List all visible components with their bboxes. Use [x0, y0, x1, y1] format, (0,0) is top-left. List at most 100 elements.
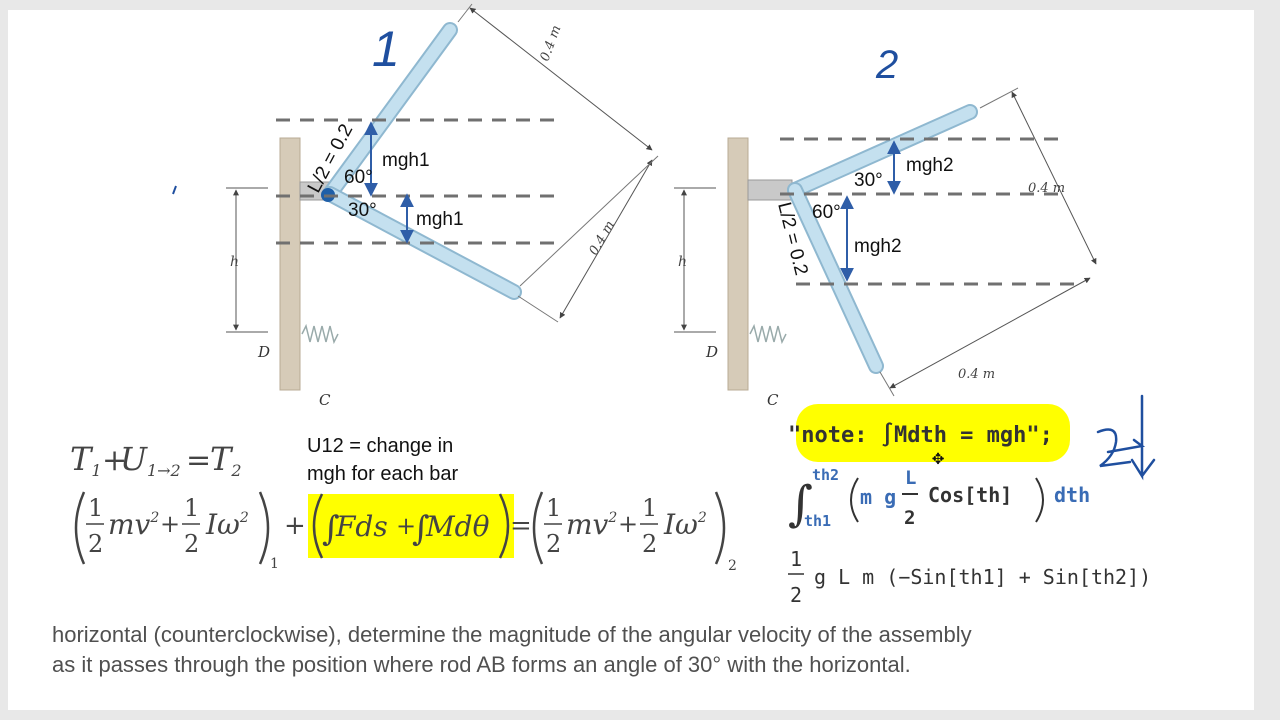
figure-1: h D C 0.4 m 0.4 m mgh1 mgh1 60° 30° L/2 …	[172, 3, 659, 409]
pin-support-2	[747, 179, 793, 201]
figure-2: h D C 0.4 m 0.4 m mgh2 mgh2 30° 60° L/2 …	[674, 43, 1097, 409]
ext-2a	[979, 87, 1019, 109]
mv2-1: mv2	[108, 508, 159, 541]
u12-line-2: mgh for each bar	[307, 463, 459, 485]
dim-upper-label-2: 0.4 m	[1028, 181, 1065, 196]
eq-U: U1→2	[120, 440, 181, 480]
note-string: "note: ∫Mdth = mgh";	[788, 422, 1053, 448]
c-label-2: C	[767, 391, 779, 409]
int-upper: th2	[812, 466, 839, 484]
plus-1: +	[160, 510, 180, 538]
frac1-den: 2	[88, 530, 103, 558]
rod-lower-2-fill	[789, 184, 882, 372]
dim-lower-1	[559, 159, 653, 319]
problem-statement: horizontal (counterclockwise), determine…	[52, 620, 1202, 680]
result-den: 2	[790, 583, 802, 607]
rod-upper-2-fill	[789, 106, 976, 196]
u12-line-1: U12 = change in	[307, 435, 454, 457]
int-lower: th1	[804, 512, 831, 530]
m-paren-open	[850, 477, 859, 523]
d-label-1: D	[257, 343, 270, 361]
highlight-note	[796, 404, 1070, 462]
dim-upper-label-1: 0.4 m	[538, 23, 565, 63]
mv2-2: mv2	[566, 508, 617, 541]
mathematica-cell: "note: ∫Mdth = mgh"; ✥ ∫ th2 th1 m g L 2…	[788, 394, 1156, 607]
mdtheta: Mdθ	[425, 510, 490, 543]
angle-60-label-2: 60°	[812, 202, 841, 223]
frac2-num: 1	[184, 494, 199, 522]
sub-1: 1	[270, 556, 279, 572]
d-label-2: D	[705, 343, 718, 361]
eq-T1: T1	[70, 440, 102, 480]
spring-2	[749, 323, 787, 345]
paren-right-close	[714, 491, 726, 565]
result-expr: g L m (−Sin[th1] + Sin[th2])	[814, 565, 1151, 589]
plus-mid: +	[284, 511, 306, 541]
wall-1	[279, 137, 301, 391]
frac3-den: 2	[546, 530, 561, 558]
cos-th: Cos[th]	[928, 483, 1012, 507]
frac2-den: 2	[184, 530, 199, 558]
ext-2b	[879, 371, 895, 397]
angle-60-label-1: 60°	[344, 167, 373, 188]
sub-2: 2	[728, 558, 737, 574]
h-label-2: h	[678, 254, 687, 270]
ext-1c	[517, 295, 559, 323]
Iw2-2: Iω2	[663, 508, 707, 541]
frac4-den: 2	[642, 530, 657, 558]
c-label-1: C	[319, 391, 331, 409]
fds: Fds	[335, 510, 388, 543]
dth: dth	[1054, 483, 1090, 507]
mouse-cursor-icon[interactable]: ✥	[932, 445, 944, 469]
frac3-num: 1	[546, 494, 561, 522]
h-label-1: h	[230, 254, 239, 270]
int-mdtheta: ∫	[412, 509, 430, 549]
work-energy-equation: T1 + U1→2 = T2 1 2 mv2 + 1 2 Iω2 1 + ∫ F…	[70, 440, 737, 574]
frac-2: 2	[904, 507, 915, 529]
spring-1	[301, 323, 339, 345]
u12-annotation: U12 = change in mgh for each bar	[307, 432, 507, 488]
rod-upper-1-fill	[324, 24, 456, 200]
ext-1a	[457, 3, 473, 23]
problem-line-1: horizontal (counterclockwise), determine…	[52, 622, 972, 647]
paren-left-close	[258, 491, 270, 565]
dim-upper-1	[469, 7, 653, 151]
result-num: 1	[790, 547, 802, 571]
frac1-num: 1	[88, 494, 103, 522]
paren-right-open	[532, 491, 544, 565]
mgh-upper-label-2: mgh2	[906, 155, 954, 176]
angle-30-label-1: 30°	[348, 200, 377, 221]
handwritten-1: 1	[372, 21, 400, 77]
problem-line-2: as it passes through the position where …	[52, 652, 911, 677]
equals-b: =	[510, 511, 532, 541]
eq-equals-a: =	[186, 443, 211, 478]
mgh-lower-label-2: mgh2	[854, 236, 902, 257]
handwritten-arrow	[1096, 394, 1156, 481]
ext-1b	[519, 155, 659, 287]
plus-work: +	[396, 512, 416, 540]
Iw2-1: Iω2	[205, 508, 249, 541]
dim-lower-label-2: 0.4 m	[958, 367, 995, 382]
wall-2	[727, 137, 749, 391]
integral-sign: ∫	[788, 476, 813, 532]
int-fds: ∫	[322, 509, 340, 549]
m-paren-close	[1035, 477, 1044, 523]
handwritten-stroke	[172, 185, 177, 195]
eq-T2: T2	[210, 440, 242, 480]
dim-upper-2	[1011, 91, 1097, 265]
frac4-num: 1	[642, 494, 657, 522]
paren-left-open	[74, 491, 86, 565]
frac-L: L	[905, 467, 916, 489]
angle-30-label-2: 30°	[854, 170, 883, 191]
eq-plus-a: +	[102, 443, 127, 478]
paren-work-close	[498, 493, 510, 559]
mgh-upper-label-1: mgh1	[382, 150, 430, 171]
highlight-work	[308, 494, 514, 558]
handwritten-2: 2	[875, 43, 898, 87]
integrand-mg: m g	[860, 485, 896, 509]
dim-lower-label-1: 0.4 m	[586, 218, 618, 258]
dim-lower-2	[889, 277, 1091, 389]
mgh-lower-label-1: mgh1	[416, 209, 464, 230]
paren-work-open	[312, 493, 324, 559]
